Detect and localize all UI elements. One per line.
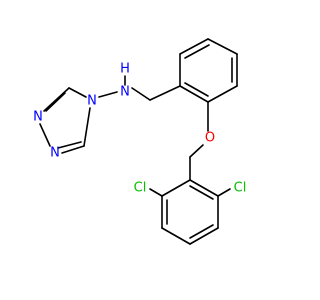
bond-line [149, 188, 163, 197]
atom-label-ether-o: O [205, 131, 215, 146]
bond-line [217, 188, 231, 197]
structure-drawing: N H N N N O Cl Cl [33, 38, 246, 245]
atom-label-amine-h: H [120, 62, 130, 77]
bond-line [68, 87, 87, 98]
bond-line [179, 38, 209, 55]
bond-line [45, 92, 66, 112]
bond-line [98, 91, 118, 98]
bond-line [179, 85, 209, 103]
bonds-group [39, 38, 238, 245]
bond-line [57, 141, 82, 149]
bond-line [184, 82, 209, 97]
bond-line [149, 85, 181, 101]
bond-line [189, 227, 219, 245]
atom-label-chlorine-right: Cl [234, 181, 247, 196]
bond-line [189, 144, 204, 158]
atom-labels-group: N H N N N O Cl Cl [33, 62, 246, 196]
bond-line [189, 179, 219, 197]
atom-label-triazole-n1: N [33, 110, 43, 125]
bond-line [184, 44, 210, 59]
atom-label-amine-n: N [120, 85, 130, 100]
bond-line [189, 224, 214, 239]
bond-line [39, 123, 51, 147]
atom-label-triazole-n2: N [50, 146, 60, 161]
bond-line [207, 38, 238, 55]
atom-label-triazole-n4: N [87, 94, 97, 109]
bond-line [161, 227, 191, 245]
bond-line [83, 107, 91, 147]
bond-line [61, 145, 85, 154]
molecule-diagram: N H N N N O Cl Cl [33, 38, 246, 245]
bond-line [189, 185, 214, 200]
atom-label-chlorine-left: Cl [134, 181, 147, 196]
bond-line [161, 179, 191, 197]
bond-line [43, 87, 70, 112]
bond-line [207, 85, 238, 103]
bond-line [131, 87, 151, 101]
